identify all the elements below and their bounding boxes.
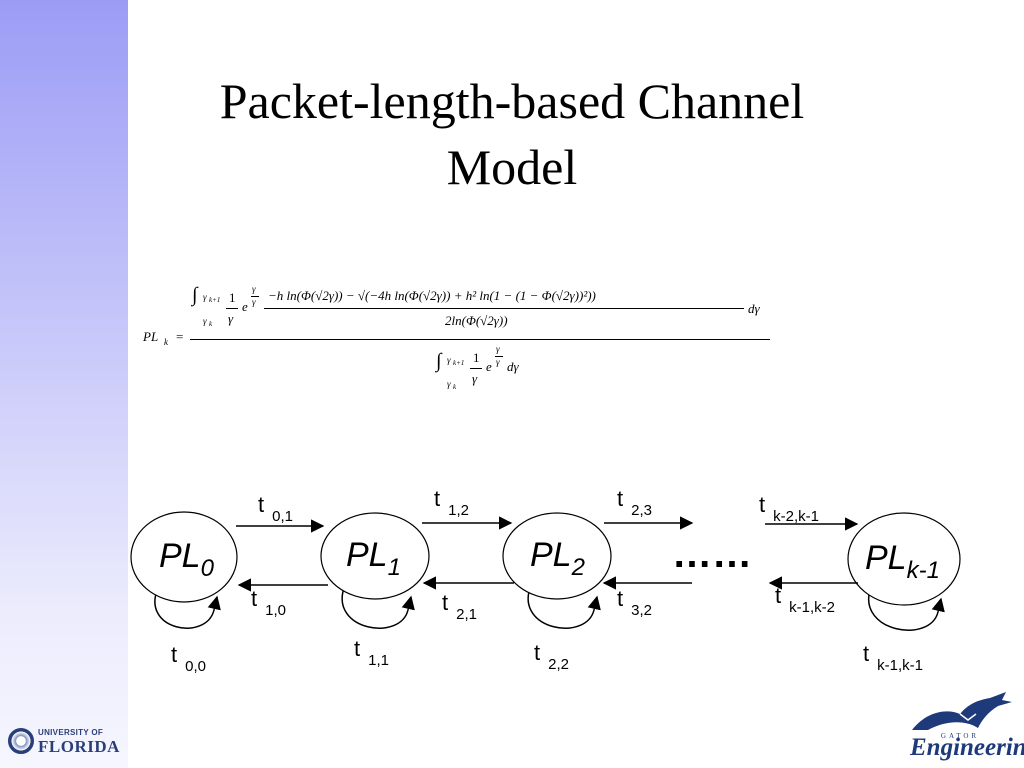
state-label-3: PLk-1	[865, 539, 940, 584]
eq-inner-fraction-bar	[264, 308, 744, 309]
eq-den-upper-limit-sub: k+1	[453, 359, 465, 367]
eq-inner-denominator: 2ln(Φ(√2γ))	[445, 313, 508, 328]
engineering-wordmark: Engineering	[910, 734, 1024, 761]
self-loop-arrow-3	[867, 589, 945, 631]
state-node-3	[847, 512, 961, 606]
title-line-2: Model	[446, 139, 578, 195]
eq-num-exp-top: γ	[252, 284, 256, 294]
slide-title: Packet-length-based Channel Model	[128, 68, 896, 200]
eq-num-frac-bar	[226, 308, 238, 309]
uf-logo-big-text: FLORIDA	[38, 737, 120, 756]
uf-logo-small-text: UNIVERSITY OF	[38, 728, 104, 737]
eq-den-exp-base: e	[486, 359, 492, 374]
state-node-0	[130, 511, 238, 603]
gator-arc-text: GATOR	[941, 732, 979, 740]
eq-equals: =	[176, 329, 184, 344]
states-ellipsis: ……	[672, 532, 752, 576]
eq-den-frac-1: 1	[473, 350, 480, 365]
eq-den-frac-den: γ	[472, 371, 478, 386]
eq-num-exp-den: γ	[252, 297, 256, 307]
eq-den-dgamma: dγ	[507, 359, 519, 374]
uf-seal-icon	[8, 728, 34, 754]
eq-num-integral: ∫	[192, 284, 198, 306]
title-line-1: Packet-length-based Channel	[219, 73, 805, 129]
self-loop-arrow-0	[154, 587, 221, 629]
eq-lhs: PL	[143, 329, 159, 344]
eq-num-frac-den: γ	[228, 311, 234, 326]
side-gradient-band	[0, 0, 128, 768]
eq-num-lower-limit: γ	[203, 316, 207, 326]
eq-den-upper-limit: γ	[447, 355, 451, 365]
gator-icon: GATOR	[912, 692, 1012, 740]
eq-den-frac-bar	[470, 368, 482, 369]
eq-num-exp-bar	[251, 296, 259, 297]
eq-den-exp-bar	[495, 356, 503, 357]
eq-den-lower-limit: γ	[447, 379, 451, 389]
equation: PL k = ∫ γ k+1 γ k 1 γ e γ γ −h ln(Φ(√2γ…	[140, 268, 790, 408]
eq-num-exp-base: e	[242, 299, 248, 314]
gator-engineering-logo: GATOR Engineering	[906, 690, 1024, 766]
eq-lhs-sub: k	[164, 337, 168, 347]
self-loop-arrow-2	[527, 587, 601, 629]
state-label-2: PL2	[530, 536, 585, 581]
state-node-1	[320, 512, 430, 600]
eq-num-upper-limit-sub: k+1	[209, 296, 221, 304]
state-label-0: PL0	[159, 537, 215, 582]
eq-num-upper-limit: γ	[203, 292, 207, 302]
eq-den-exp-top: γ	[496, 344, 500, 354]
eq-num-frac-1: 1	[229, 290, 236, 305]
state-node-2	[502, 512, 612, 600]
eq-den-exp-den: γ	[496, 357, 500, 367]
university-of-florida-logo: UNIVERSITY OF FLORIDA	[8, 724, 126, 764]
eq-inner-numerator: −h ln(Φ(√2γ)) − √(−4h ln(Φ(√2γ)) + h² ln…	[268, 288, 596, 303]
state-label-1: PL1	[346, 536, 401, 581]
eq-den-integral: ∫	[436, 350, 442, 372]
self-loop-arrow-1	[341, 587, 415, 629]
eq-den-lower-limit-sub: k	[453, 383, 457, 391]
eq-num-dgamma: dγ	[748, 301, 760, 316]
eq-main-fraction-bar	[190, 339, 770, 340]
eq-num-lower-limit-sub: k	[209, 320, 213, 328]
